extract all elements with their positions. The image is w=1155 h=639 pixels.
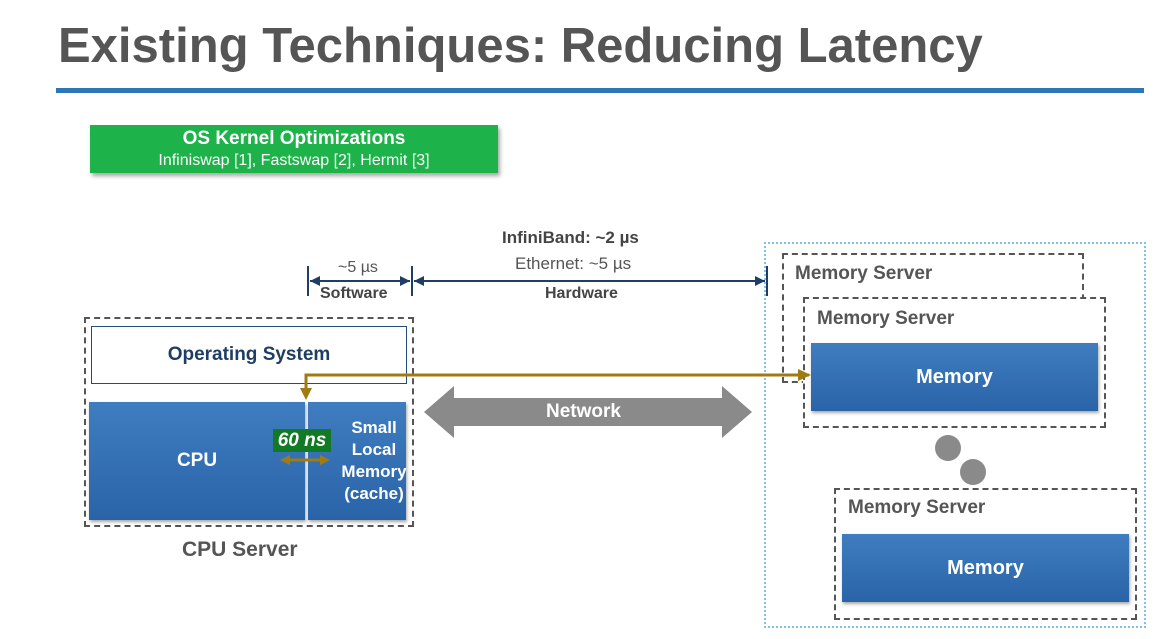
local-path-arrowhead-right xyxy=(320,455,330,465)
local-latency-badge: 60 ns xyxy=(273,429,331,452)
software-arrowhead-right xyxy=(400,276,410,286)
technique-box: OS Kernel Optimizations Infiniswap [1], … xyxy=(90,125,498,173)
ethernet-latency: Ethernet: ~5 µs xyxy=(515,254,632,273)
slide-title: Existing Techniques: Reducing Latency xyxy=(58,19,983,73)
remote-path-arrowhead-right xyxy=(798,369,811,381)
hardware-arrowhead-right xyxy=(755,276,765,286)
infiniband-latency: InfiniBand: ~2 µs xyxy=(502,228,639,247)
cache-label-line4: (cache) xyxy=(344,484,404,503)
remote-path-arrowhead-down xyxy=(300,388,312,400)
memory-server-label: Memory Server xyxy=(795,263,933,284)
hardware-label: Hardware xyxy=(545,285,618,302)
network-arrow xyxy=(424,386,752,438)
title-divider xyxy=(56,88,1144,93)
network-arrow-shape xyxy=(424,386,752,438)
network-label: Network xyxy=(546,401,621,422)
software-latency: ~5 µs xyxy=(338,259,378,276)
software-arrowhead-left xyxy=(310,276,320,286)
local-path-arrowhead-left xyxy=(280,455,290,465)
cache-label-line2: Local xyxy=(351,440,397,459)
memory-box: Memory xyxy=(842,534,1129,602)
memory-server-label: Memory Server xyxy=(817,308,955,329)
ellipsis-dot xyxy=(960,459,986,485)
memory-server-bottom xyxy=(834,488,1137,620)
memory-pool-frame xyxy=(764,242,1146,628)
cache-label-line1: Small xyxy=(351,418,397,437)
hardware-arrowhead-left xyxy=(414,276,424,286)
cpu-server-label: CPU Server xyxy=(182,538,298,561)
cpu-server-frame xyxy=(84,317,414,527)
memory-server-label: Memory Server xyxy=(848,497,986,518)
software-label: Software xyxy=(320,285,388,302)
cpu-box: CPU xyxy=(89,402,305,520)
cache-label-line3: Memory xyxy=(341,462,407,481)
technique-title: OS Kernel Optimizations xyxy=(182,128,406,149)
ellipsis-dot xyxy=(935,435,961,461)
memory-box: Memory xyxy=(811,343,1098,411)
technique-subtitle: Infiniswap [1], Fastswap [2], Hermit [3] xyxy=(158,152,430,169)
remote-path-line xyxy=(304,373,809,392)
